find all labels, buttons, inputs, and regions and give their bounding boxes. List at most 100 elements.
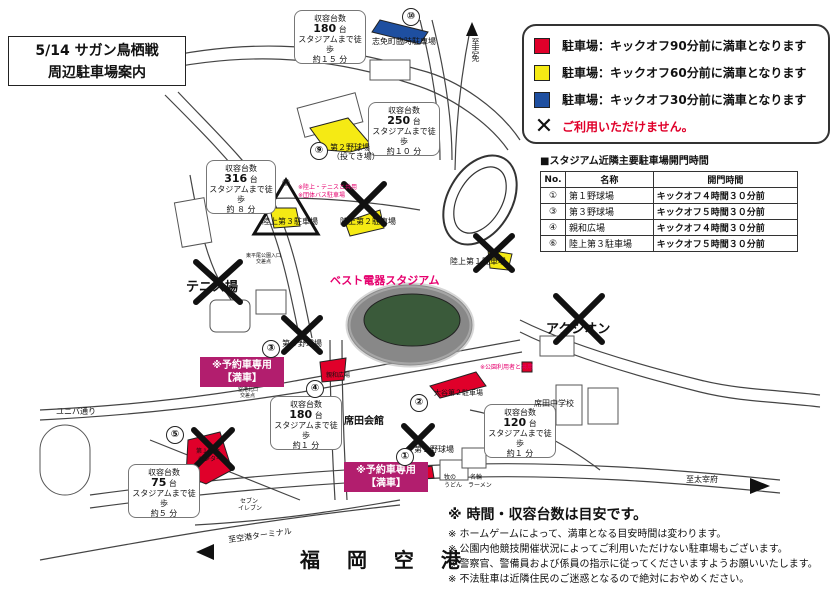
shibo-label: 至志免 [471, 38, 480, 62]
ramen-label-b: ラーメン [468, 482, 492, 489]
seven-label-b: イレブン [238, 505, 263, 512]
cap-unit: 台 [168, 479, 177, 488]
cap-unit: 台 [338, 25, 347, 34]
cap-unit: 台 [412, 117, 421, 126]
reserved-badge-3: ※予約車専用 【満車】 [200, 357, 284, 387]
cap-label: 収容台数 [148, 468, 180, 477]
note-item: ※ 不法駐車は近隣住民のご迷惑となるので絶対におやめください。 [448, 574, 750, 585]
red-swatch [534, 37, 550, 54]
cap-unit: 台 [314, 411, 323, 420]
arrow-dazaifu-icon [750, 478, 770, 494]
legend-row-closed: ✕ ご利用いただけません。 [534, 113, 818, 140]
lot9-label-b: （投てき場） [332, 152, 380, 161]
lot1-label: 第１野球場 [414, 445, 454, 454]
athletic-track [442, 154, 518, 246]
gate-table-heading: ■スタジアム近隣主要駐車場開門時間 [540, 156, 709, 167]
row-time: キックオフ４時間３０分前 [652, 219, 799, 236]
cap-walk-label: スタジアムまで徒歩 [274, 421, 338, 440]
table-row: ③ 第３野球場 キックオフ５時間３０分前 [540, 203, 799, 220]
legend-text-yellow: 駐車場：キックオフ60分前に満車となります [562, 66, 807, 80]
note-item: ※ ホームゲームによって、満車となる目安時間は変わります。 [448, 529, 727, 540]
cap-walk-label: スタジアムまで徒歩 [132, 489, 196, 508]
row-no: ① [540, 187, 566, 204]
kouen-label-d: 交差点 [240, 393, 256, 399]
title-line2: 周辺駐車場案内 [48, 65, 146, 81]
cap-label: 収容台数 [504, 408, 536, 417]
cap-walk-time: 約１ 分 [506, 449, 534, 458]
marker-4: ④ [306, 380, 324, 398]
capacity-callout-1: 収容台数 120 台 スタジアムまで徒歩 約１ 分 [484, 404, 556, 458]
cap-label: 収容台数 [290, 400, 322, 409]
rikujou2-label: 陸上第２駐車場 [340, 217, 396, 226]
cap-number: 250 [387, 114, 411, 127]
capacity-callout-5: 収容台数 75 台 スタジアムまで徒歩 約５ 分 [128, 464, 200, 518]
cap-label: 収容台数 [314, 14, 346, 23]
row-time: キックオフ４時間３０分前 [652, 187, 799, 204]
direction-arrows [196, 22, 770, 560]
title-box: 5/14 サガン鳥栖戦 周辺駐車場案内 [8, 36, 186, 86]
marker-2: ② [410, 394, 428, 412]
seven-label-a: セブン [240, 498, 259, 505]
row-name: 親和広場 [565, 219, 654, 236]
kouen-label-a: 東平尾公園入口 [246, 253, 282, 259]
akushion-x-icon [553, 293, 605, 345]
reserved-line1: ※予約車専用 [356, 465, 416, 476]
notes-heading: ※ 時間・収容台数は目安です。 [448, 507, 648, 523]
rikujou2-x-icon [341, 181, 387, 227]
yuniba-label: ユニバ通り [56, 407, 96, 416]
akushion-label: アクシオン [546, 322, 611, 337]
marker-9: ⑨ [310, 142, 328, 160]
lot5-x-icon [191, 427, 235, 471]
ramen-label-a: 名輪 [470, 474, 483, 481]
note-item: ※ 警察官、警備員および係員の指示に従ってくださいますようお願いいたします。 [448, 559, 818, 570]
row-time: キックオフ５時間３０分前 [652, 203, 799, 220]
lot6-note1: ※陸上・テニスと共用 [298, 184, 358, 191]
closed-marks [191, 181, 605, 471]
marker-3: ③ [262, 340, 280, 358]
gate-time-table: ■スタジアム近隣主要駐車場開門時間 No. 名称 開門時間 ① 第１野球場 キッ… [540, 152, 799, 252]
lot9-label-a: 第２野球場 [330, 143, 370, 152]
lot-small-red [521, 361, 533, 373]
cap-walk-time: 約 ８ 分 [226, 205, 256, 214]
arrow-terminal-icon [196, 544, 214, 560]
lot3-label: 第３野球場 [282, 339, 322, 348]
lot5-label-a: 第１陸会 [196, 448, 221, 455]
marker-6: ⑥ [281, 178, 291, 189]
arrow-shibo-icon [466, 22, 478, 36]
lot4-label: 親和広場 [326, 372, 351, 379]
lot6-note2: ※団体バス駐車場 [298, 192, 346, 199]
marker-1: ① [396, 448, 414, 466]
note-item: ※ 公園内他競技開催状況によってご利用いただけない駐車場もございます。 [448, 544, 788, 555]
blue-swatch [534, 91, 550, 108]
lot5-label-b: センター [198, 456, 223, 463]
cap-walk-time: 約１５ 分 [312, 55, 348, 64]
col-time: 開門時間 [652, 171, 799, 188]
cap-number: 120 [503, 416, 527, 429]
title-line1: 5/14 サガン鳥栖戦 [35, 43, 159, 59]
legend-box: 駐車場：キックオフ90分前に満車となります 駐車場：キックオフ60分前に満車とな… [522, 24, 830, 144]
table-row: ⑥ 陸上第３駐車場 キックオフ５時間３０分前 [540, 235, 799, 252]
col-no: No. [540, 171, 566, 188]
row-time: キックオフ５時間３０分前 [652, 235, 799, 252]
cap-label: 収容台数 [388, 106, 420, 115]
lot10-label: 志免町臨時駐車場 [372, 37, 436, 46]
legend-row-red: 駐車場：キックオフ90分前に満車となります [534, 32, 818, 59]
cap-unit: 台 [249, 175, 258, 184]
legend-row-blue: 駐車場：キックオフ30分前に満車となります [534, 86, 818, 113]
lot-4-red [319, 357, 347, 383]
capacity-callout-10: 収容台数 180 台 スタジアムまで徒歩 約１５ 分 [294, 10, 366, 64]
legend-row-yellow: 駐車場：キックオフ60分前に満車となります [534, 59, 818, 86]
cap-walk-label: スタジアムまで徒歩 [488, 429, 552, 448]
udon-label-b: うどん [444, 482, 463, 489]
cap-walk-time: 約５ 分 [150, 509, 178, 518]
capacity-callout-4: 収容台数 180 台 スタジアムまで徒歩 約１ 分 [270, 396, 342, 450]
lot2-label: 大谷第２駐車場 [434, 389, 483, 397]
row-name: 第１野球場 [565, 187, 654, 204]
capacity-callout-9: 収容台数 250 台 スタジアムまで徒歩 約１０ 分 [368, 102, 440, 156]
cap-number: 75 [151, 476, 167, 489]
cap-walk-label: スタジアムまで徒歩 [298, 35, 362, 54]
cap-number: 180 [313, 22, 337, 35]
cap-label: 収容台数 [225, 164, 257, 173]
notes-block: ※ 時間・収容台数は目安です。 ※ ホームゲームによって、満車となる目安時間は変… [448, 504, 838, 587]
